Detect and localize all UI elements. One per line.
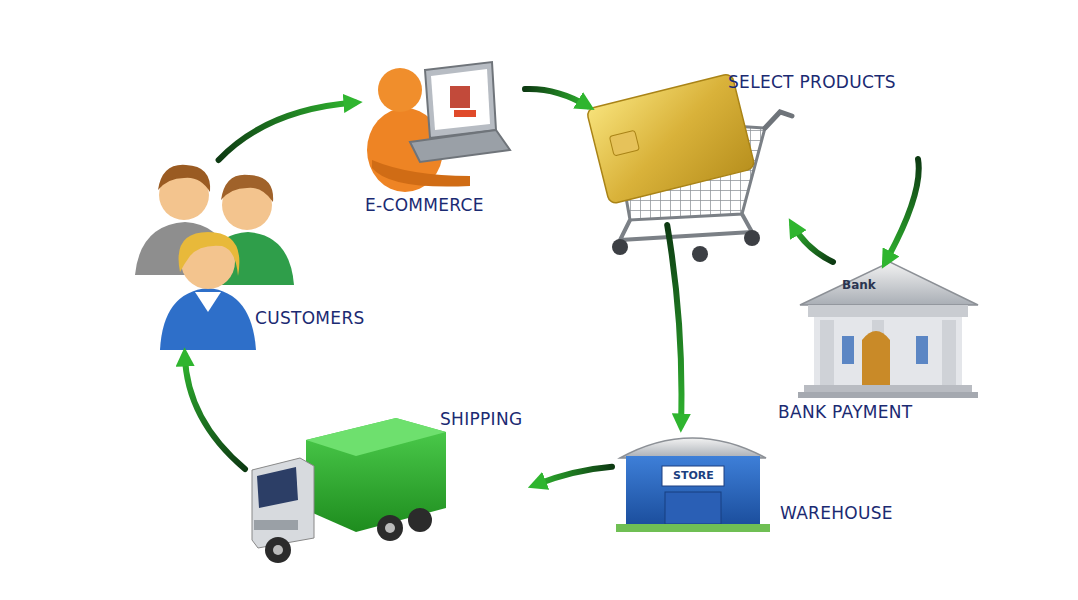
step-label: CUSTOMERS	[255, 308, 365, 328]
step-node: SHIPPING	[245, 405, 535, 565]
sign-text: Bank	[842, 278, 876, 292]
sign-text: STORE	[673, 469, 714, 482]
flow-arrow	[667, 225, 681, 425]
step-node: E-COMMERCE	[355, 55, 525, 225]
step-node: CUSTOMERS	[125, 160, 385, 355]
truck-figure	[252, 418, 446, 563]
step-node: SELECT PRODUCTS	[588, 60, 918, 225]
flow-arrow	[886, 159, 919, 262]
flow-arrow	[525, 89, 588, 106]
step-label: BANK PAYMENT	[778, 402, 913, 422]
step-label: WAREHOUSE	[780, 503, 893, 523]
flow-arrow	[793, 225, 833, 262]
flow-arrow	[535, 467, 612, 485]
bank-figure	[798, 262, 978, 398]
flow-arrow	[219, 103, 355, 160]
step-node: WAREHOUSE	[612, 425, 912, 535]
flow-arrow	[185, 355, 245, 469]
step-label: SHIPPING	[440, 409, 522, 429]
warehouse-figure	[616, 438, 770, 532]
step-label: E-COMMERCE	[365, 195, 484, 215]
cart-figure	[586, 73, 792, 262]
step-label: SELECT PRODUCTS	[728, 72, 896, 92]
ecommerce-figure	[367, 62, 510, 192]
